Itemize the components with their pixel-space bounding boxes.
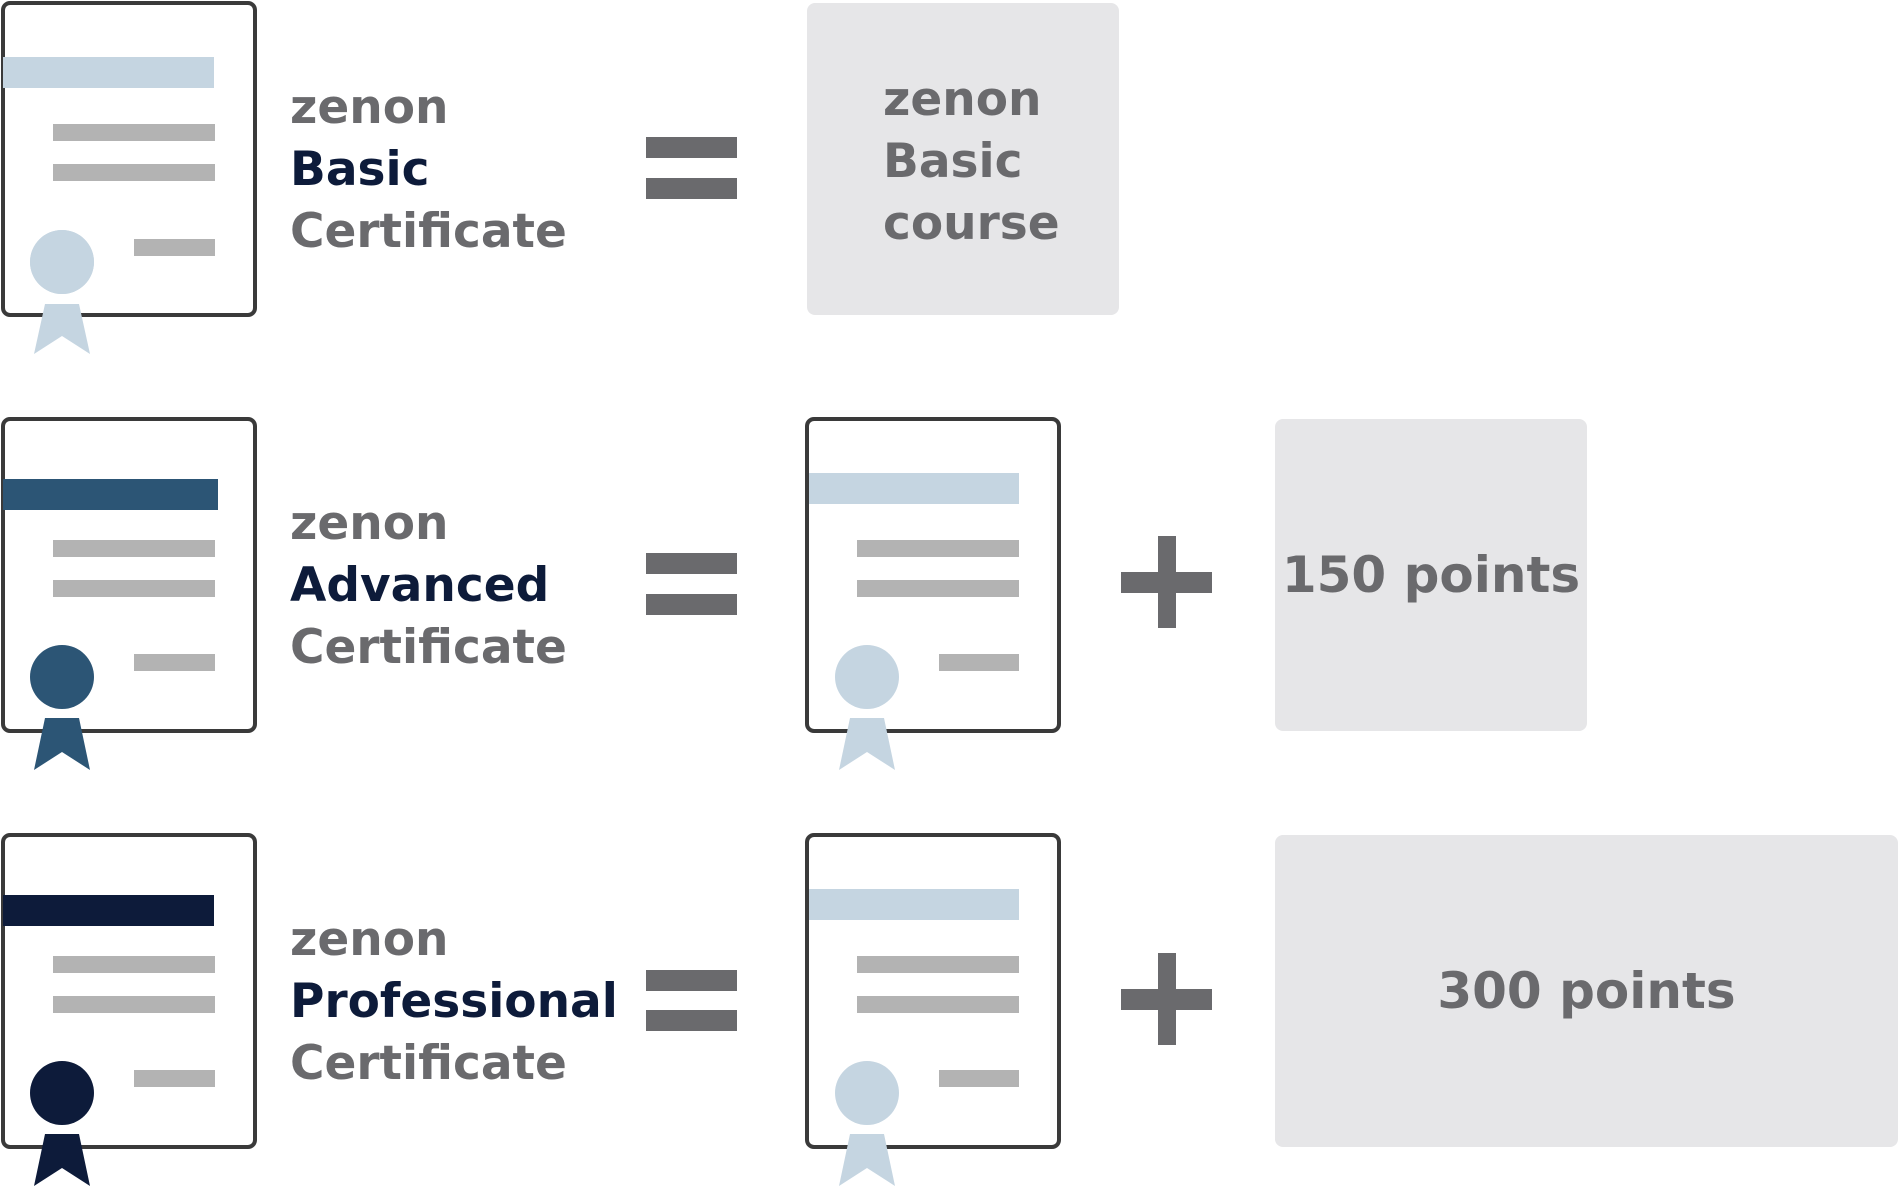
basic-certificate-prerequisite-icon — [805, 417, 1061, 770]
seal-icon — [30, 1061, 94, 1125]
certificate-title-bar — [809, 473, 1019, 504]
professional-points-box: 300 points — [1275, 835, 1898, 1147]
plus-icon — [1121, 953, 1212, 1045]
certificate-signature-line — [939, 1070, 1019, 1087]
certificate-text-line — [53, 164, 215, 181]
label-zenon: zenon — [290, 912, 449, 967]
equals-icon — [646, 970, 737, 1031]
certificate-title-bar — [809, 889, 1019, 920]
points-value: 150 points — [1281, 546, 1581, 604]
certificate-text-line — [53, 124, 215, 141]
label-certificate: Certificate — [290, 620, 567, 675]
certificate-text-line — [857, 996, 1019, 1013]
ribbon-icon — [34, 1134, 90, 1186]
course-line-course: course — [883, 196, 1060, 251]
certificate-signature-line — [134, 1070, 215, 1087]
basic-certificate-icon — [1, 1, 257, 354]
basic-certificate-label: zenon Basic Certificate — [290, 77, 670, 263]
course-line-level: Basic — [883, 134, 1023, 189]
label-level: Basic — [290, 142, 430, 197]
ribbon-icon — [839, 718, 895, 770]
certificate-text-line — [857, 580, 1019, 597]
label-level: Advanced — [290, 558, 550, 613]
certificate-text-line — [857, 956, 1019, 973]
certificate-text-line — [857, 540, 1019, 557]
advanced-certificate-label: zenon Advanced Certificate — [290, 493, 670, 679]
seal-icon — [835, 645, 899, 709]
certificate-text-line — [53, 540, 215, 557]
plus-icon — [1121, 536, 1212, 628]
seal-icon — [30, 645, 94, 709]
equals-icon — [646, 137, 737, 199]
label-level: Professional — [290, 974, 618, 1029]
certificate-title-bar — [3, 895, 214, 926]
course-line-zenon: zenon — [883, 72, 1042, 127]
certificate-signature-line — [134, 654, 215, 671]
certificate-title-bar — [3, 57, 214, 88]
certificate-text-line — [53, 956, 215, 973]
certificate-signature-line — [939, 654, 1019, 671]
ribbon-icon — [34, 718, 90, 770]
equals-icon — [646, 553, 737, 615]
certificate-title-bar — [3, 479, 218, 510]
label-certificate: Certificate — [290, 1036, 567, 1091]
certificate-text-line — [53, 580, 215, 597]
certificate-signature-line — [134, 239, 215, 256]
basic-course-box: zenon Basic course — [807, 3, 1119, 315]
points-value: 300 points — [1437, 962, 1736, 1020]
professional-certificate-icon — [1, 833, 257, 1186]
basic-certificate-prerequisite-icon — [805, 833, 1061, 1186]
professional-certificate-label: zenon Professional Certificate — [290, 909, 670, 1095]
advanced-certificate-icon — [1, 417, 257, 770]
ribbon-icon — [839, 1134, 895, 1186]
ribbon-icon — [34, 304, 90, 354]
advanced-points-box: 150 points — [1275, 419, 1587, 731]
label-zenon: zenon — [290, 496, 449, 551]
label-zenon: zenon — [290, 80, 449, 135]
seal-icon — [835, 1061, 899, 1125]
certificate-text-line — [53, 996, 215, 1013]
label-certificate: Certificate — [290, 204, 567, 259]
